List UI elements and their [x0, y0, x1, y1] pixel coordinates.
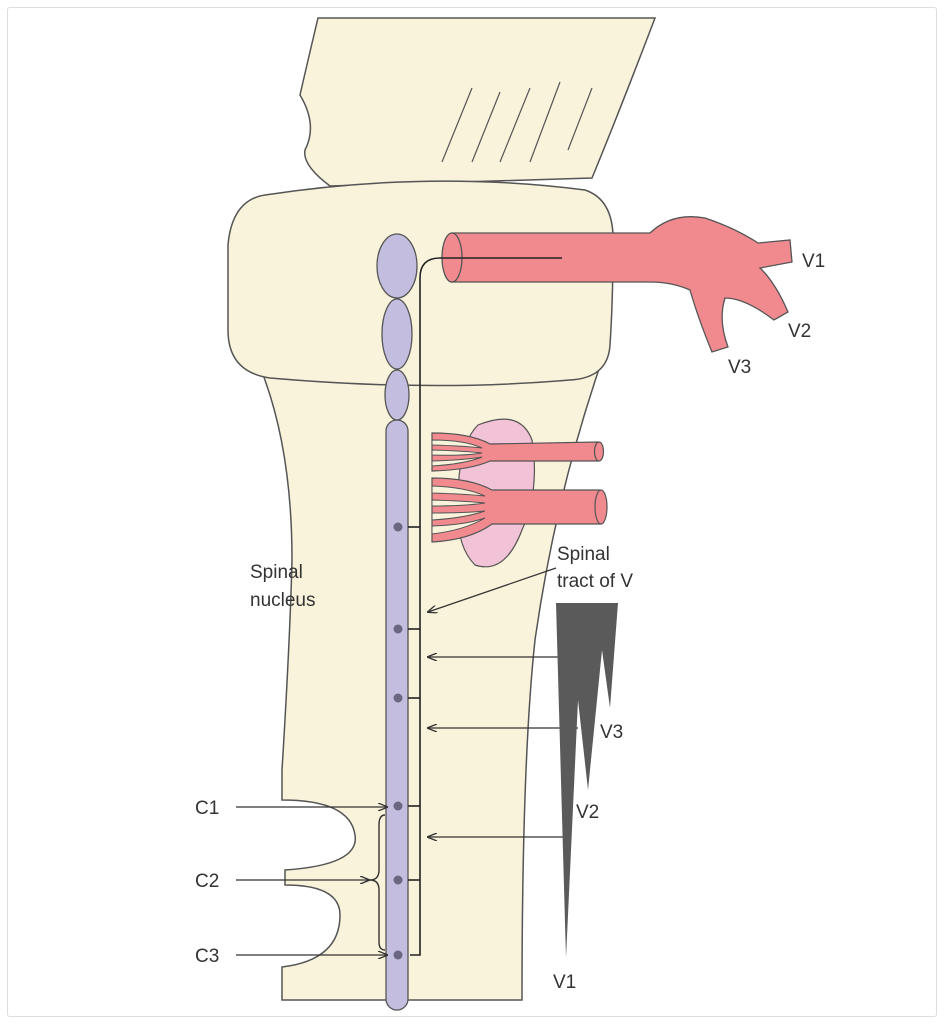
label-v1-division: V1: [553, 972, 576, 993]
label-v2-division: V2: [576, 802, 599, 823]
label-c1: C1: [195, 798, 219, 819]
label-spinal-nucleus-2: nucleus: [250, 590, 316, 611]
trigeminal-nucleus-chain: [376, 233, 418, 1011]
upper-rootlet-slits: [431, 439, 483, 467]
label-c3: C3: [195, 946, 219, 967]
label-c2: C2: [195, 871, 219, 892]
label-v3-division: V3: [600, 722, 623, 743]
label-spinal-tract-2: tract of V: [557, 571, 633, 592]
tract-collateral-ticks: [408, 526, 420, 881]
spinal-nucleus-column: [385, 419, 409, 1011]
nucleus-segment-2: [381, 298, 413, 370]
nucleus-segment-3: [384, 369, 410, 421]
label-spinal-nucleus-1: Spinal: [250, 562, 303, 583]
arrows: [236, 567, 598, 955]
label-v2-branch: V2: [788, 321, 811, 342]
lower-rootlet-slits: [431, 485, 486, 535]
trigeminal-nerve: [451, 216, 793, 353]
spinal-tract-arrow: [428, 567, 557, 612]
cervical-bracket: [369, 814, 386, 951]
label-v1-branch: V1: [802, 251, 825, 272]
label-spinal-tract-1: Spinal: [557, 544, 610, 565]
upper-rootlet-cut-end: [593, 441, 605, 462]
spinal-tract-fiber: [410, 257, 562, 956]
nucleus-dots: [393, 522, 403, 960]
principal-nucleus: [376, 233, 418, 299]
medulla-spinal-cord: [260, 371, 600, 1001]
midbrain-striations: [441, 81, 593, 163]
label-v3-branch: V3: [728, 357, 751, 378]
descending-division-wedge: [556, 603, 618, 958]
midbrain: [299, 17, 657, 187]
lower-rootlet-cut-end: [594, 489, 608, 525]
